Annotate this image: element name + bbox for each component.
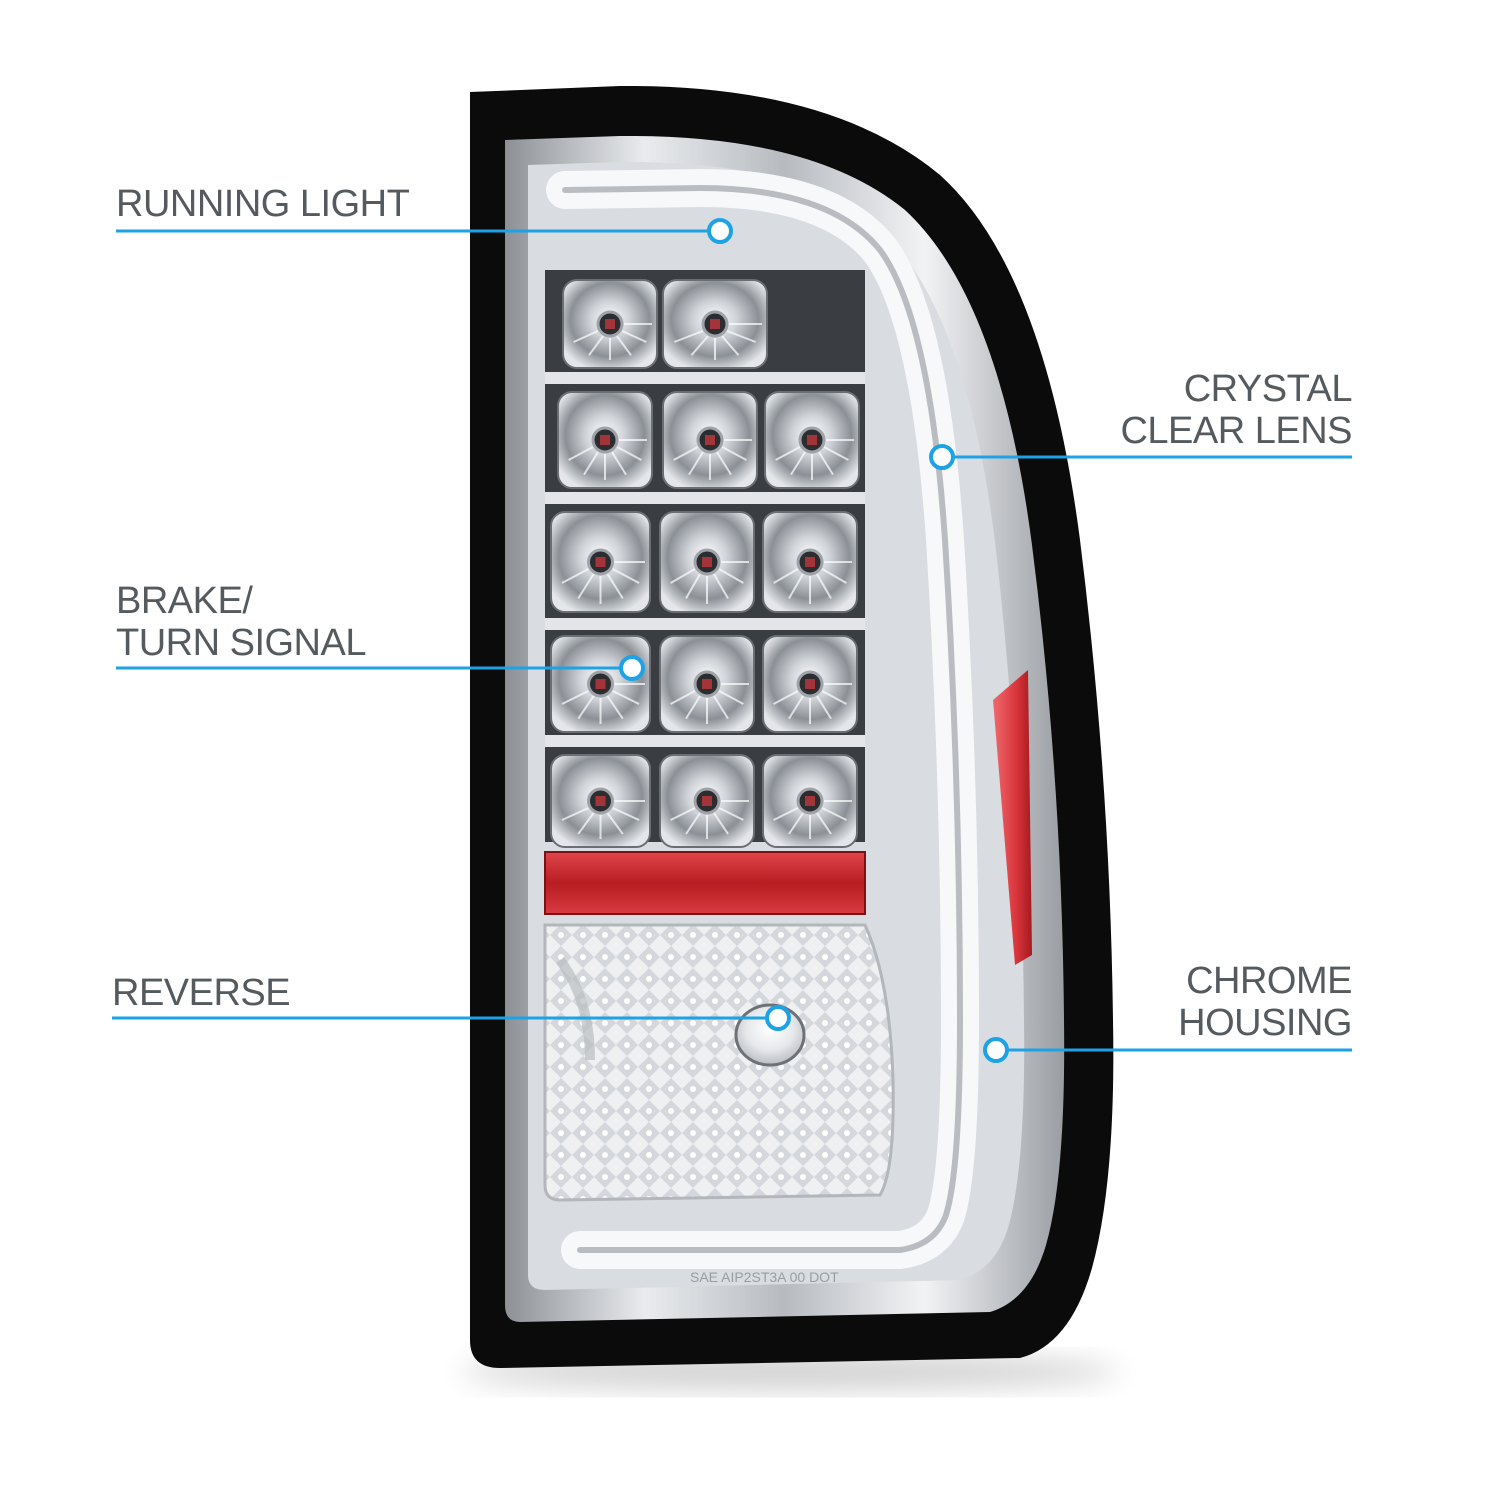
callout-running-light-label: RUNNING LIGHT: [116, 183, 410, 225]
callout-crystal-text-line2: CLEAR LENS: [1120, 410, 1352, 452]
callout-dot-reverse: [765, 1005, 791, 1031]
led-cell: [659, 511, 755, 613]
callout-crystal-clear-lens-label: CRYSTAL CLEAR LENS: [1120, 368, 1352, 452]
callout-chrome-housing-label: CHROME HOUSING: [1178, 960, 1352, 1044]
callout-lines: [112, 218, 1352, 1063]
callout-dot-crystal-clear-lens: [929, 444, 955, 470]
led-array: [550, 279, 860, 848]
side-marker: [993, 670, 1032, 965]
running-light-edge: [562, 184, 964, 1253]
lens-markings: SAE AIP2ST3A 00 DOT: [690, 1269, 839, 1285]
callout-running-light-text: RUNNING LIGHT: [116, 183, 410, 225]
led-cell: [557, 391, 653, 489]
led-cell: [764, 391, 860, 489]
callout-dot-brake-turn-signal: [619, 655, 645, 681]
led-cell: [662, 391, 758, 489]
callout-chrome-text-line1: CHROME: [1186, 960, 1352, 1002]
led-cell: [662, 279, 768, 369]
callout-reverse-text: REVERSE: [112, 972, 291, 1014]
reverse-lens: [545, 925, 894, 1200]
led-cell: [762, 754, 858, 848]
led-cell: [762, 635, 858, 733]
red-reflector-strip: [545, 852, 865, 914]
led-cell: [659, 754, 755, 848]
callout-brake-text-line1: BRAKE/: [116, 580, 253, 622]
callout-brake-turn-label: BRAKE/ TURN SIGNAL: [116, 580, 366, 664]
callout-chrome-text-line2: HOUSING: [1178, 1002, 1352, 1044]
led-cell: [562, 279, 658, 369]
callout-crystal-text-line1: CRYSTAL: [1183, 368, 1353, 410]
led-cell: [762, 511, 858, 613]
led-cell: [550, 754, 651, 848]
led-cell: [550, 635, 651, 733]
led-cell: [550, 511, 651, 613]
callout-dot-chrome-housing: [983, 1037, 1009, 1063]
callout-brake-text-line2: TURN SIGNAL: [116, 622, 366, 664]
led-cell: [659, 635, 755, 733]
led-dividers: [545, 372, 865, 747]
callout-reverse-label: REVERSE: [112, 972, 291, 1014]
callout-dot-running-light: [707, 218, 733, 244]
